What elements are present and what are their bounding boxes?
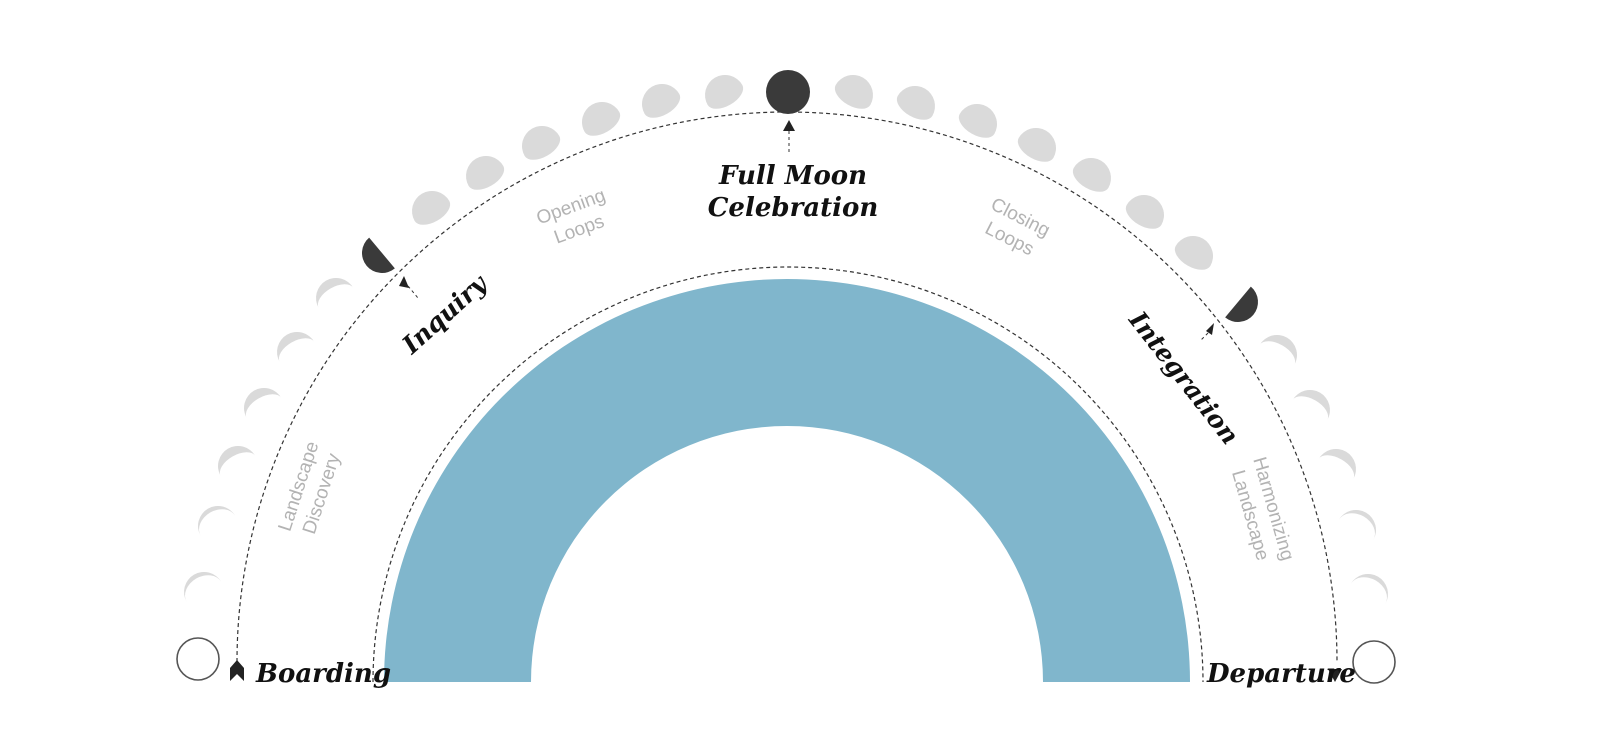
moon-phase-icon [1259, 335, 1297, 365]
stage-label-full-moon-line1: Full Moon [718, 161, 867, 191]
moon-phase-icon [1352, 640, 1396, 684]
moon-phase-icon [316, 278, 354, 308]
phase-opening-loops: Opening Loops [534, 185, 609, 248]
moon-phase-icon [1350, 574, 1388, 604]
moon-phase-icon [642, 84, 681, 118]
integration-tick [1199, 332, 1209, 342]
integration-arrow-icon [1206, 323, 1214, 335]
moon-phase-icon [244, 388, 282, 418]
moon-phase-icon [466, 156, 505, 190]
stage-label-full-moon-line2: Celebration [708, 193, 879, 223]
phase-closing-loops: Closing Loops [981, 194, 1053, 260]
phase-landscape-discovery: Landscape Discovery [275, 439, 345, 537]
moon-phase-icon [834, 75, 873, 109]
stage-label-boarding: Boarding [255, 659, 391, 689]
moon-phase-icon [1318, 449, 1356, 479]
blue-arc-band [384, 279, 1190, 682]
moon-phase-icon [1125, 195, 1164, 229]
moon-phase-icon [522, 126, 561, 160]
moon-phase-icon [277, 332, 315, 362]
moon-phase-icon [1292, 390, 1330, 420]
moon-phase-icon [766, 70, 810, 114]
moon-phase-icon [1072, 158, 1111, 192]
moon-phase-icon [1225, 286, 1258, 322]
moon-phase-icon [582, 102, 621, 136]
inquiry-arrow-icon [399, 276, 409, 288]
moon-phase-icon [958, 104, 997, 138]
stage-label-integration: Integration [1123, 305, 1245, 450]
boarding-arrow-icon [230, 660, 244, 681]
stage-label-departure: Departure [1206, 659, 1356, 689]
moon-phase-icon [198, 506, 236, 536]
moon-phase-icon [1174, 236, 1213, 270]
moon-phase-icon [218, 446, 256, 476]
moon-phase-icon [362, 237, 395, 273]
moon-phases [176, 70, 1396, 684]
inquiry-tick [407, 285, 419, 299]
moon-phase-icon [176, 637, 220, 681]
full-moon-arrow-icon [783, 120, 795, 131]
moon-phase-icon [412, 191, 451, 225]
moon-phase-icon [1338, 510, 1376, 540]
inner-dashed-arc [372, 266, 1204, 683]
moon-phase-icon [705, 75, 744, 109]
moon-phase-icon [1017, 128, 1056, 162]
arrow-markers [230, 120, 1342, 682]
moon-phase-icon [184, 572, 222, 602]
departure-arrow-icon [1328, 669, 1342, 682]
phase-harmonizing-landscape: Harmonizing Landscape [1227, 455, 1298, 563]
stage-label-inquiry: Inquiry [396, 268, 494, 360]
moon-phase-icon [896, 86, 935, 120]
